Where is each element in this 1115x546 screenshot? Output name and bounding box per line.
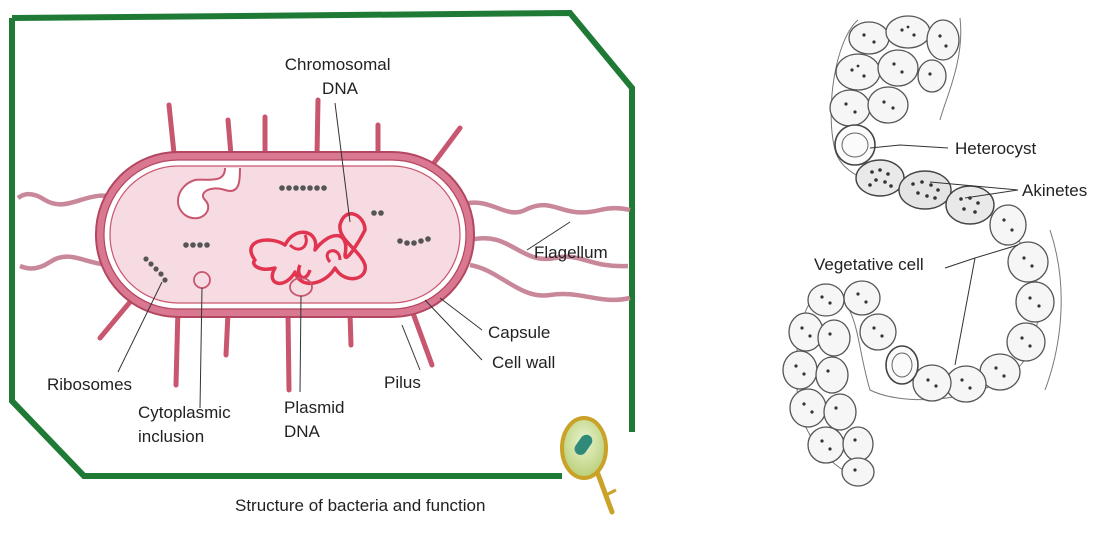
label-akinetes: Akinetes <box>1022 181 1087 200</box>
vegetative-cell <box>808 284 844 316</box>
label-cytoplasmic-line1: Cytoplasmic <box>138 403 231 422</box>
svg-text:Cytoplasmic inclusion: Cytoplasmic inclusion <box>138 403 235 446</box>
vegetative-cell <box>849 22 889 54</box>
vegetative-cell <box>1016 282 1054 322</box>
akinete-cell <box>946 186 994 224</box>
vegetative-cell <box>927 20 959 60</box>
vegetative-cell <box>844 281 880 315</box>
vegetative-cell <box>886 16 930 48</box>
svg-text:Chromosomal DNA: Chromosomal DNA <box>285 55 396 98</box>
akinete-cell <box>856 160 904 196</box>
vegetative-cell <box>1008 242 1048 282</box>
vegetative-cell <box>836 54 880 90</box>
vegetative-cell <box>946 366 986 402</box>
label-flagellum: Flagellum <box>534 243 608 262</box>
figure-caption: Structure of bacteria and function <box>235 496 485 515</box>
vegetative-cell <box>868 87 908 123</box>
label-ribosomes: Ribosomes <box>47 375 132 394</box>
vegetative-cell <box>830 90 870 126</box>
vegetative-cell <box>789 313 823 351</box>
vegetative-cell <box>913 365 951 401</box>
label-cytoplasmic-line2: inclusion <box>138 427 204 446</box>
vegetative-cell <box>790 389 826 427</box>
vegetative-cell <box>842 458 874 486</box>
vegetative-cell <box>918 60 946 92</box>
vegetative-cell <box>878 50 918 86</box>
label-plasmid-line1: Plasmid <box>284 398 344 417</box>
label-capsule: Capsule <box>488 323 550 342</box>
label-chromosomal-line1: Chromosomal <box>285 55 391 74</box>
cells <box>783 16 1054 486</box>
cyanobacteria-diagram: Heterocyst Akinetes Vegetative cell <box>783 16 1087 486</box>
magnifier-icon <box>562 418 616 512</box>
label-plasmid-line2: DNA <box>284 422 321 441</box>
vegetative-cell <box>824 394 856 430</box>
vegetative-cell <box>808 427 844 463</box>
label-heterocyst: Heterocyst <box>955 139 1037 158</box>
vegetative-cell <box>816 357 848 393</box>
label-pilus: Pilus <box>384 373 421 392</box>
vegetative-cell <box>843 427 873 461</box>
vegetative-cell <box>818 320 850 356</box>
vegetative-cell <box>990 205 1026 245</box>
bacteria-diagram: Chromosomal DNA Flagellum Capsule Cell w… <box>12 13 632 515</box>
vegetative-cell <box>860 314 896 350</box>
heterocyst-cell <box>886 346 918 384</box>
vegetative-cell <box>783 351 817 389</box>
heterocyst-cell <box>835 125 875 165</box>
vegetative-cell <box>1007 323 1045 361</box>
label-vegetative-cell: Vegetative cell <box>814 255 924 274</box>
label-chromosomal-line2: DNA <box>322 79 359 98</box>
label-cell-wall: Cell wall <box>492 353 555 372</box>
akinete-cell <box>899 171 951 209</box>
svg-text:Plasmid DNA: Plasmid DNA <box>284 398 349 441</box>
